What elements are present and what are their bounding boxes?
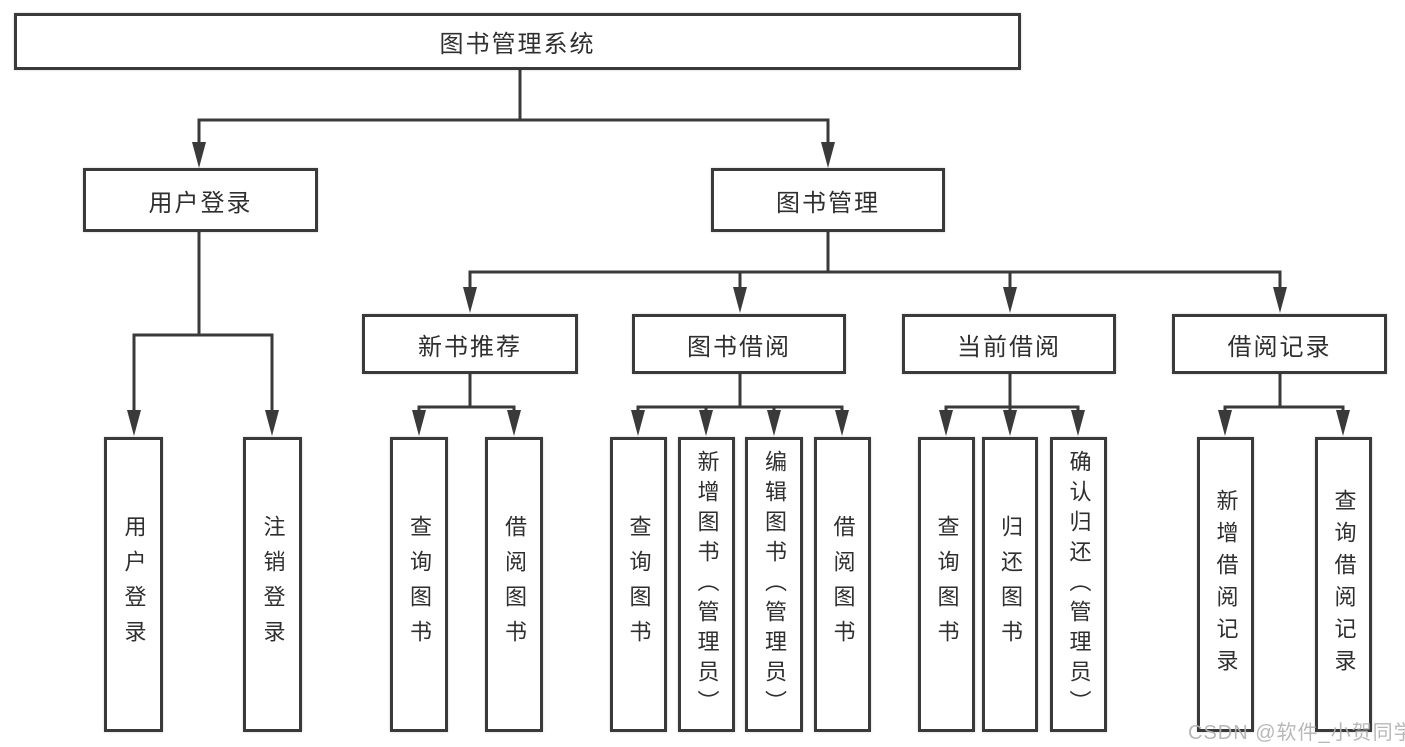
node-label: 查询图书 — [626, 514, 652, 655]
leaf-edit-book-admin: 编辑图书（管理员） — [745, 437, 803, 732]
node-current-borrow: 当前借阅 — [902, 314, 1116, 374]
node-label: 新书推荐 — [418, 333, 522, 361]
node-label: 借阅记录 — [1227, 333, 1332, 361]
node-label: 确认归还（管理员） — [1066, 449, 1092, 720]
node-label: 图书管理系统 — [439, 31, 596, 58]
node-label: 查询图书 — [407, 514, 432, 655]
leaf-add-borrow-record: 新增借阅记录 — [1197, 437, 1254, 732]
node-root: 图书管理系统 — [14, 13, 1021, 70]
leaf-user-login: 用户登录 — [104, 437, 163, 732]
node-label: 图书借阅 — [687, 333, 791, 361]
leaf-query-borrow-record: 查询借阅记录 — [1315, 437, 1372, 732]
node-label: 用户登录 — [121, 514, 147, 655]
arrowheads — [127, 142, 1350, 436]
leaf-query-book-3: 查询图书 — [918, 437, 975, 732]
node-label: 用户登录 — [148, 189, 253, 217]
leaf-borrow-book-1: 借阅图书 — [485, 437, 543, 732]
node-book-borrow: 图书借阅 — [632, 314, 846, 374]
leaf-query-book-1: 查询图书 — [390, 437, 448, 732]
leaf-borrow-book-2: 借阅图书 — [814, 437, 871, 732]
node-label: 借阅图书 — [502, 514, 527, 655]
node-label: 新增图书（管理员） — [694, 449, 720, 720]
node-label: 注销登录 — [260, 514, 286, 655]
watermark: CSDN @软件_小贺同学 — [1188, 722, 1405, 744]
node-borrow-record: 借阅记录 — [1172, 314, 1387, 374]
leaf-query-book-2: 查询图书 — [610, 437, 667, 732]
node-label: 编辑图书（管理员） — [762, 449, 787, 720]
node-book-management: 图书管理 — [711, 168, 945, 232]
node-new-book-recommend: 新书推荐 — [362, 314, 578, 374]
node-label: 归还图书 — [998, 514, 1023, 655]
node-label: 新增借阅记录 — [1213, 488, 1239, 681]
node-label: 图书管理 — [776, 189, 880, 217]
node-label: 借阅图书 — [830, 514, 856, 655]
node-label: 当前借阅 — [957, 333, 1061, 361]
node-user-login: 用户登录 — [83, 168, 318, 232]
leaf-add-book-admin: 新增图书（管理员） — [678, 437, 735, 732]
leaf-confirm-return-admin: 确认归还（管理员） — [1050, 437, 1107, 732]
node-label: 查询图书 — [934, 514, 960, 655]
leaf-logout-login: 注销登录 — [243, 437, 302, 732]
leaf-return-book: 归还图书 — [982, 437, 1038, 732]
node-label: 查询借阅记录 — [1331, 488, 1357, 681]
